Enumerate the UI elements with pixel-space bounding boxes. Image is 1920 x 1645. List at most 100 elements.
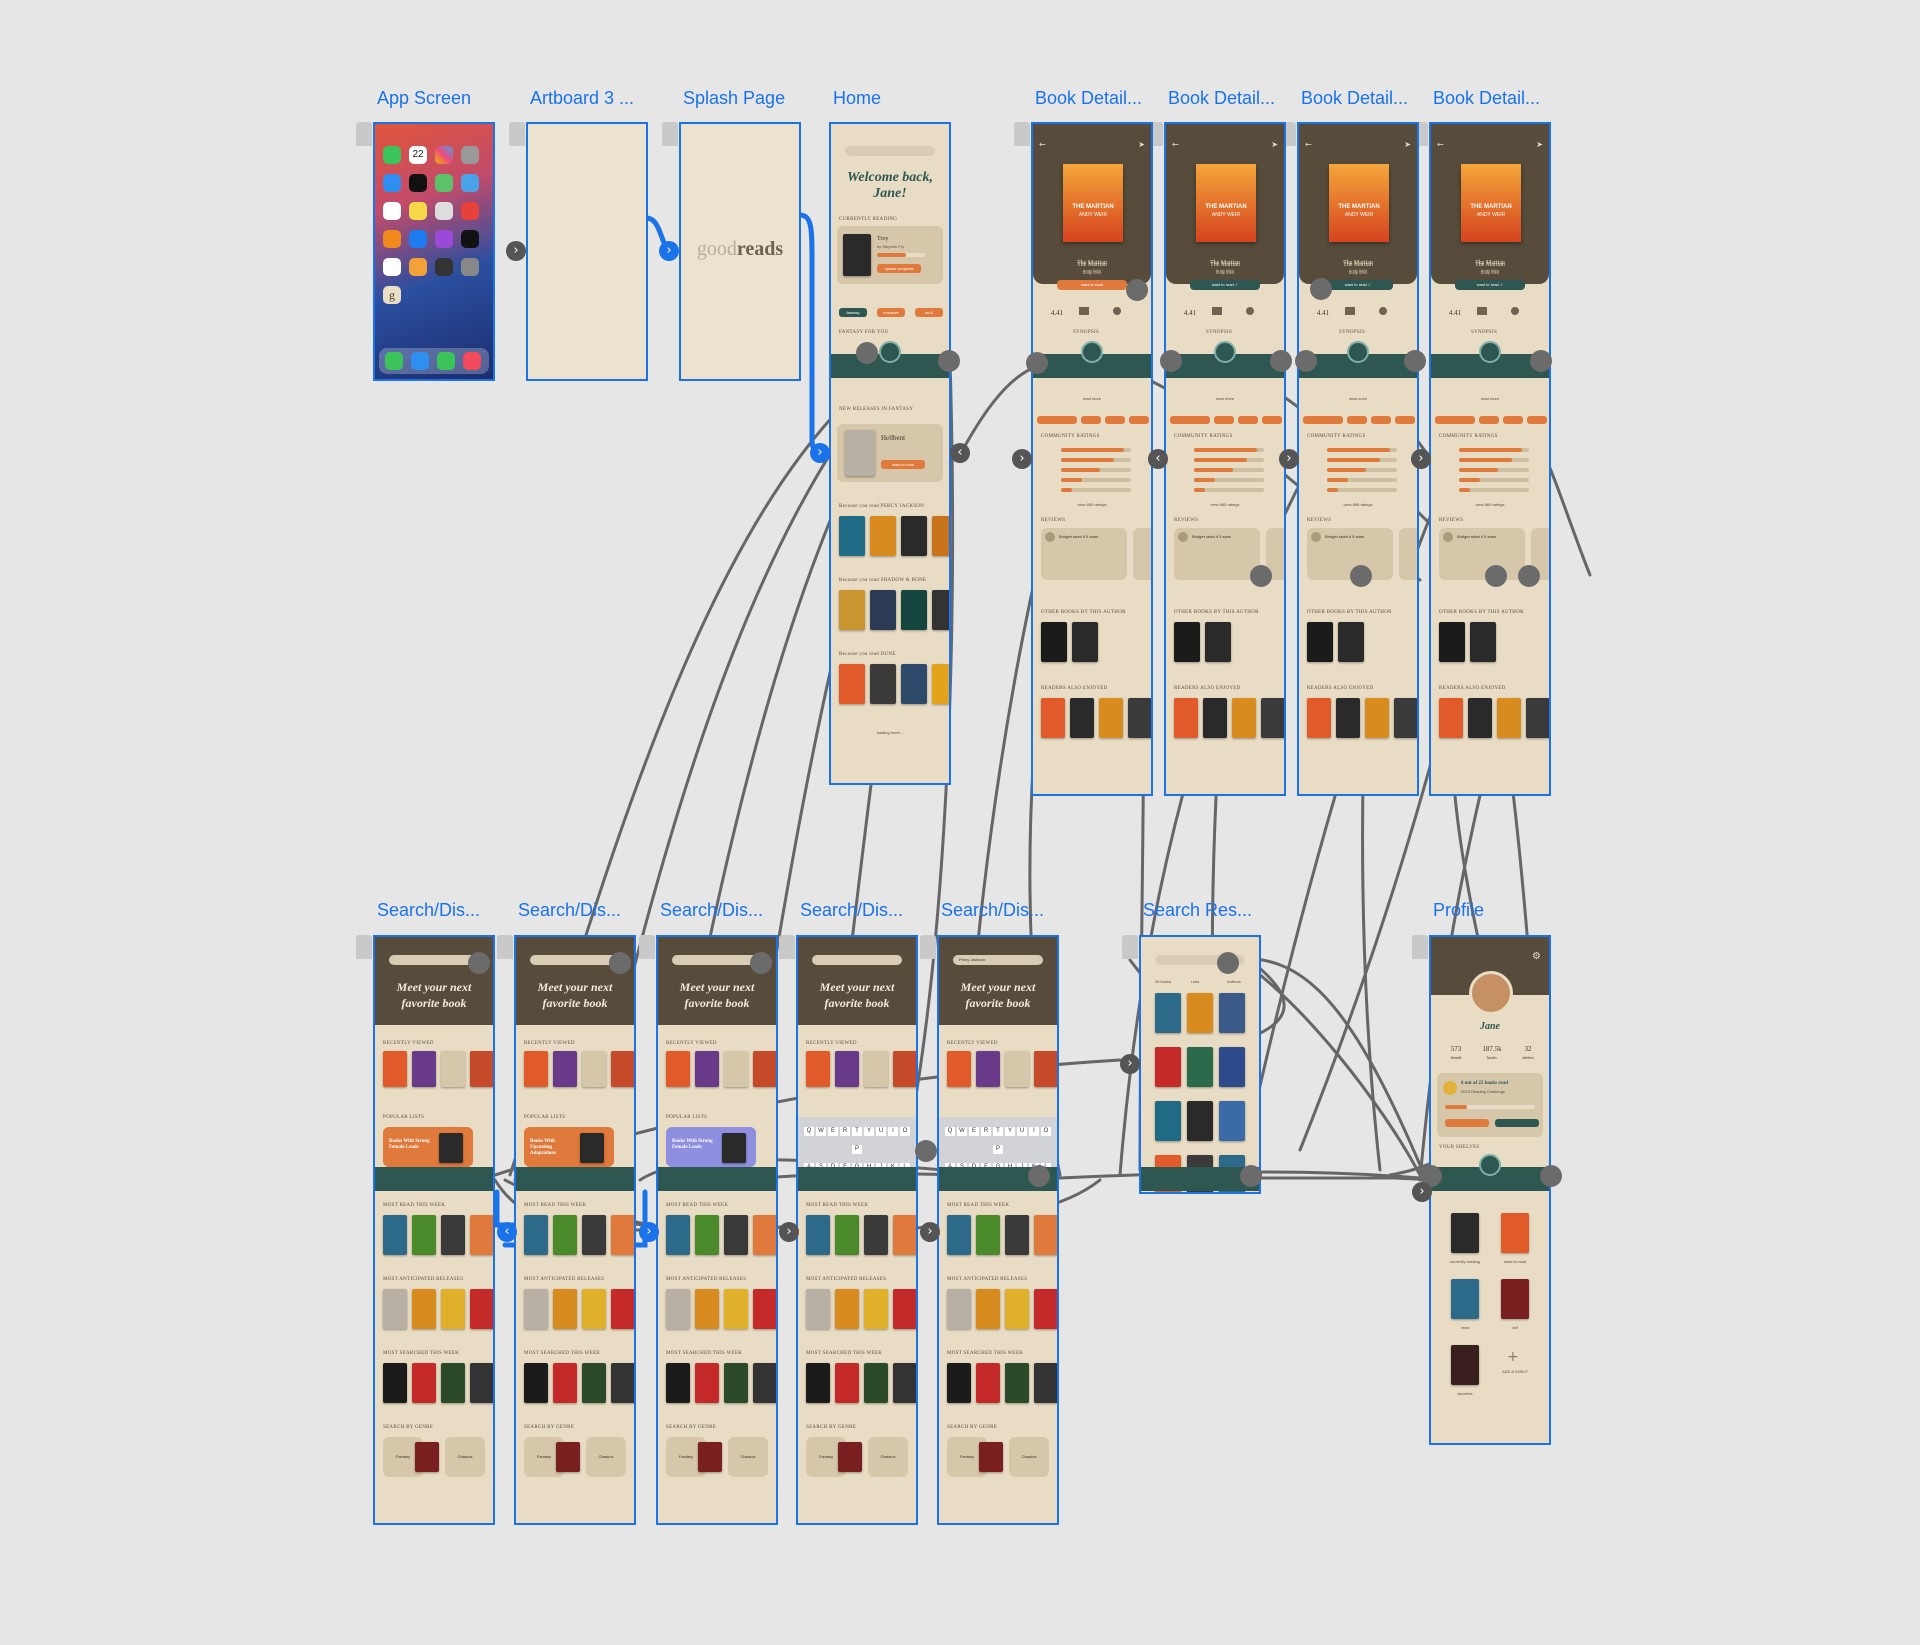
flow-arrow-icon[interactable]: ›: [779, 1222, 799, 1242]
messages-icon[interactable]: [437, 352, 455, 370]
podcasts-icon[interactable]: [435, 230, 453, 248]
results-nav-bar[interactable]: [1141, 1167, 1259, 1191]
detail3-nav-search-icon[interactable]: [1347, 341, 1369, 363]
artboard-label-search-1[interactable]: Search/Dis...: [377, 900, 481, 920]
search-nav-bar[interactable]: [798, 1167, 916, 1191]
calendar-icon[interactable]: 22: [409, 146, 427, 164]
tab-romance[interactable]: romance: [877, 308, 905, 317]
troy-cover[interactable]: [843, 234, 871, 276]
tv-icon[interactable]: [461, 230, 479, 248]
genre-classics[interactable]: Classics: [868, 1437, 908, 1477]
flow-arrow-icon[interactable]: ›: [1120, 1054, 1140, 1074]
artboard-label-artboard3[interactable]: Artboard 3 ...: [530, 88, 635, 108]
view-ratings-link[interactable]: view 865 ratings: [1077, 502, 1107, 507]
artboard-label-book-detail-2[interactable]: Book Detail...: [1168, 88, 1276, 108]
results-tab-lists[interactable]: Lists: [1191, 979, 1200, 984]
shelf-read[interactable]: [1451, 1279, 1479, 1319]
result-book-cover[interactable]: [1155, 993, 1181, 1033]
home-search-input[interactable]: [845, 146, 935, 156]
challenge-button-2[interactable]: [1495, 1119, 1539, 1127]
currently-reading-card[interactable]: Troy by Stephen Fry update progress: [837, 226, 943, 284]
result-book-cover[interactable]: [1219, 1047, 1245, 1087]
back-arrow-icon[interactable]: ‹: [950, 443, 970, 463]
notes-icon[interactable]: [409, 202, 427, 220]
app-store-icon[interactable]: [409, 230, 427, 248]
search-input[interactable]: Percy Jackson: [953, 955, 1043, 965]
plus-icon[interactable]: +: [1507, 1349, 1519, 1365]
flow-arrow-icon[interactable]: ›: [506, 241, 526, 261]
share-icon[interactable]: ➤: [1404, 140, 1411, 149]
mail-icon[interactable]: [383, 174, 401, 192]
artboard-label-search-5[interactable]: Search/Dis...: [941, 900, 1045, 920]
shelf-currently-reading[interactable]: [1451, 1213, 1479, 1253]
artboard-book-detail-3[interactable]: ← ➤ THE MARTIAN ANDY WEIR The Martian An…: [1297, 122, 1419, 796]
shelf-favorites[interactable]: [1451, 1345, 1479, 1385]
want-to-read-button[interactable]: want to read ✓: [1190, 280, 1260, 290]
martian-cover[interactable]: THE MARTIAN ANDY WEIR: [1196, 164, 1256, 242]
artboard-search-results[interactable]: 25 books Lists Authors: [1139, 935, 1261, 1194]
martian-cover[interactable]: THE MARTIAN ANDY WEIR: [1063, 164, 1123, 242]
results-tab-authors[interactable]: Authors: [1227, 979, 1241, 984]
shelf-want-to-read[interactable]: [1501, 1213, 1529, 1253]
martian-cover[interactable]: THE MARTIAN ANDY WEIR: [1461, 164, 1521, 242]
results-search-input[interactable]: [1155, 955, 1245, 965]
artboard-splash[interactable]: goodreads: [679, 122, 801, 381]
tab-fantasy[interactable]: fantasy: [839, 308, 867, 317]
challenge-button-1[interactable]: [1445, 1119, 1489, 1127]
artboard-home[interactable]: Welcome back, Jane! CURRENTLY READING Tr…: [829, 122, 951, 785]
reminders-icon[interactable]: [383, 202, 401, 220]
update-progress-button[interactable]: update progress: [877, 264, 921, 273]
read-more-link[interactable]: read more: [1215, 396, 1235, 401]
clock-icon[interactable]: [409, 174, 427, 192]
view-ratings-link[interactable]: view 865 ratings: [1475, 502, 1505, 507]
flow-arrow-icon[interactable]: ›: [639, 1222, 659, 1242]
want-to-read-button[interactable]: want to read: [1057, 280, 1127, 290]
read-more-link[interactable]: read more: [1082, 396, 1102, 401]
artboard-label-splash[interactable]: Splash Page: [683, 88, 786, 108]
back-icon[interactable]: ←: [1172, 140, 1179, 149]
detail1-nav-search-icon[interactable]: [1081, 341, 1103, 363]
camera-icon[interactable]: [461, 146, 479, 164]
review-card[interactable]: Bridget rated it 5 stars: [1041, 528, 1127, 580]
want-to-read-button[interactable]: want to read ✓: [1455, 280, 1525, 290]
artboard-label-home[interactable]: Home: [833, 88, 882, 108]
flow-arrow-icon[interactable]: ›: [1012, 449, 1032, 469]
results-tab-books[interactable]: 25 books: [1155, 979, 1172, 984]
popular-list-card[interactable]: Books With Strong Female Leads: [383, 1127, 473, 1167]
result-book-cover[interactable]: [1155, 1047, 1181, 1087]
result-book-cover[interactable]: [1219, 1101, 1245, 1141]
flow-arrow-icon[interactable]: ›: [810, 443, 830, 463]
artboard-app-screen[interactable]: 22 g: [373, 122, 495, 381]
search-nav-bar[interactable]: [516, 1167, 634, 1191]
back-arrow-icon[interactable]: ‹: [1148, 449, 1168, 469]
goodreads-app-icon[interactable]: g: [383, 286, 401, 304]
books-icon[interactable]: [383, 230, 401, 248]
profile-nav-search-icon[interactable]: [1479, 1154, 1501, 1176]
review-card[interactable]: Bridget rated it 5 stars: [1439, 528, 1525, 580]
share-icon[interactable]: ➤: [1271, 140, 1278, 149]
facetime-icon[interactable]: [383, 146, 401, 164]
back-icon[interactable]: ←: [1437, 140, 1444, 149]
photos-icon[interactable]: [435, 146, 453, 164]
artboard-label-search-3[interactable]: Search/Dis...: [660, 900, 764, 920]
genre-classics[interactable]: Classics: [445, 1437, 485, 1477]
detail2-nav-search-icon[interactable]: [1214, 341, 1236, 363]
hellbent-cover[interactable]: [845, 430, 875, 476]
result-book-cover[interactable]: [1187, 993, 1213, 1033]
back-icon[interactable]: ←: [1039, 140, 1046, 149]
stocks-icon[interactable]: [435, 202, 453, 220]
result-book-cover[interactable]: [1187, 1047, 1213, 1087]
popular-list-card[interactable]: Books With Strong Female Leads: [666, 1127, 756, 1167]
music-icon[interactable]: [463, 352, 481, 370]
artboard-artboard3[interactable]: [526, 122, 648, 381]
detail4-nav-search-icon[interactable]: [1479, 341, 1501, 363]
search-nav-bar[interactable]: [375, 1167, 493, 1191]
safari-icon[interactable]: [411, 352, 429, 370]
new-release-card[interactable]: Hellbent want to read: [837, 424, 943, 482]
search-input[interactable]: [812, 955, 902, 965]
flow-arrow-icon[interactable]: ›: [659, 241, 679, 261]
